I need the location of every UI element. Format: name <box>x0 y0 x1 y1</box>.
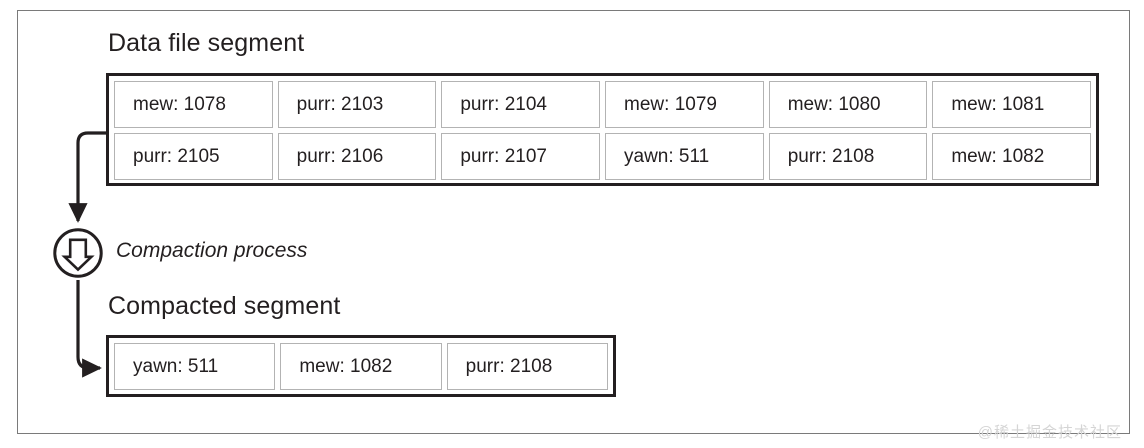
data-file-segment-heading: Data file segment <box>108 29 305 57</box>
watermark: @稀土掘金技术社区 <box>977 424 1122 441</box>
segment-cell: mew: 1080 <box>768 81 928 128</box>
segment-cell: purr: 2107 <box>441 133 601 180</box>
segment-cell: yawn: 511 <box>114 343 276 390</box>
data-file-segment-box: mew: 1078 purr: 2103 purr: 2104 mew: 107… <box>106 73 1099 186</box>
segment-cell: mew: 1079 <box>605 81 764 128</box>
compaction-process-label: Compaction process <box>116 239 308 262</box>
table-row: mew: 1078 purr: 2103 purr: 2104 mew: 107… <box>114 81 1092 128</box>
table-row: yawn: 511 mew: 1082 purr: 2108 <box>114 343 608 390</box>
segment-cell: purr: 2103 <box>277 81 437 128</box>
segment-cell: purr: 2108 <box>446 343 608 390</box>
segment-cell: purr: 2106 <box>277 133 437 180</box>
compacted-segment-box: yawn: 511 mew: 1082 purr: 2108 <box>106 335 616 397</box>
figure-outer-frame <box>17 10 1130 434</box>
segment-cell: purr: 2104 <box>441 81 601 128</box>
segment-cell: yawn: 511 <box>605 133 764 180</box>
down-arrow-in-circle-icon <box>53 228 103 278</box>
segment-cell: mew: 1082 <box>280 343 442 390</box>
segment-cell: mew: 1078 <box>114 81 273 128</box>
segment-cell: mew: 1082 <box>932 133 1092 180</box>
segment-cell: purr: 2108 <box>768 133 928 180</box>
compacted-segment-heading: Compacted segment <box>108 292 341 320</box>
segment-cell: purr: 2105 <box>114 133 273 180</box>
segment-cell: mew: 1081 <box>932 81 1092 128</box>
table-row: purr: 2105 purr: 2106 purr: 2107 yawn: 5… <box>114 133 1092 180</box>
